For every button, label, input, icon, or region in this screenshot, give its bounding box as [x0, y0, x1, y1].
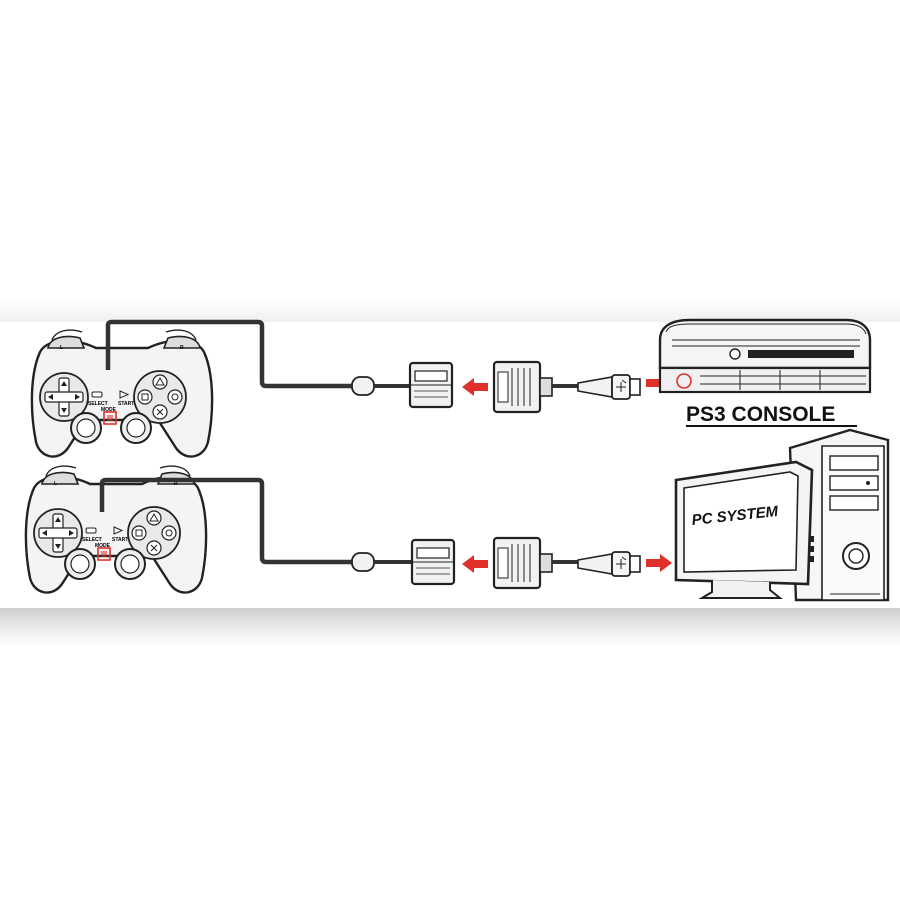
ps2-connector-female-top: [408, 361, 454, 409]
start-label-bottom: START: [112, 537, 128, 543]
arrow-right-icon-bottom: [646, 554, 672, 572]
select-label-bottom: SELECT: [82, 537, 102, 543]
r-label-bottom: R: [174, 481, 178, 487]
l-label-bottom: L: [54, 481, 57, 487]
usb-plug-icon-bottom: [577, 551, 641, 577]
cable-top: [105, 319, 354, 389]
ps3-console-icon: [658, 318, 872, 394]
arrow-left-icon-bottom: [462, 555, 488, 573]
gamepad-top: SELECT START MODE L R: [30, 328, 214, 458]
mode-label-bottom: MODE: [95, 543, 111, 549]
background-band-bottom: [0, 608, 900, 648]
arrow-left-icon-top: [462, 378, 488, 396]
gamepad-bottom: SELECT START MODE L R: [24, 464, 208, 594]
monitor-icon: [674, 460, 814, 599]
pc-tower-icon: [788, 428, 890, 602]
l-label-top: L: [60, 345, 63, 351]
cable-bottom: [99, 477, 354, 565]
start-label-top: START: [118, 401, 134, 407]
ps2-plug-male-top: [492, 360, 554, 414]
ps2-connector-female-bottom: [410, 538, 456, 586]
ferrite-bead-bottom: [351, 552, 375, 572]
usb-plug-icon-top: [577, 374, 641, 400]
select-label-top: SELECT: [88, 401, 108, 407]
r-label-top: R: [180, 345, 184, 351]
usb-port-highlight: [676, 373, 692, 389]
ferrite-bead-top: [351, 376, 375, 396]
mode-label-top: MODE: [101, 407, 117, 413]
ps2-plug-male-bottom: [492, 536, 554, 590]
ps3-console-label: PS3 CONSOLE: [686, 403, 835, 426]
background-band-top: [0, 300, 900, 322]
